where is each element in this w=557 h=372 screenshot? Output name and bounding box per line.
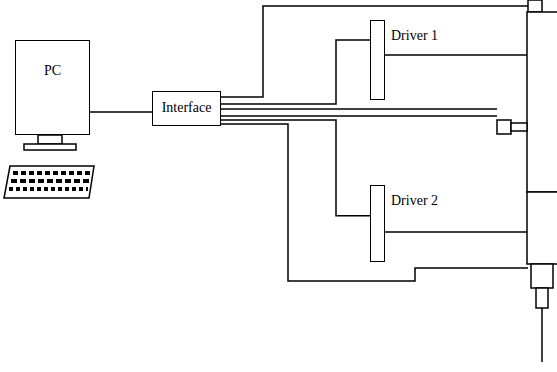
interface-box: Interface <box>152 91 221 126</box>
cable <box>221 120 370 216</box>
node-label: Interface <box>162 100 212 116</box>
node-label: Driver 1 <box>391 28 438 44</box>
monitor-stand <box>38 135 62 144</box>
cable <box>90 111 152 113</box>
node-label: Driver 2 <box>391 193 438 209</box>
monitor-base <box>24 144 76 150</box>
wire <box>221 108 497 110</box>
wire <box>385 54 527 56</box>
driver-box: Driver 1 <box>370 20 441 100</box>
driver-rect <box>370 20 385 100</box>
monitor-box: PC <box>15 40 90 135</box>
keyboard <box>4 166 94 198</box>
driver-box: Driver 2 <box>370 185 441 262</box>
driver-rect <box>370 185 385 262</box>
wire <box>221 124 528 281</box>
cable <box>221 40 370 104</box>
wire <box>221 115 497 117</box>
node-label: PC <box>44 63 61 79</box>
wire <box>385 231 527 233</box>
machine <box>497 0 557 362</box>
